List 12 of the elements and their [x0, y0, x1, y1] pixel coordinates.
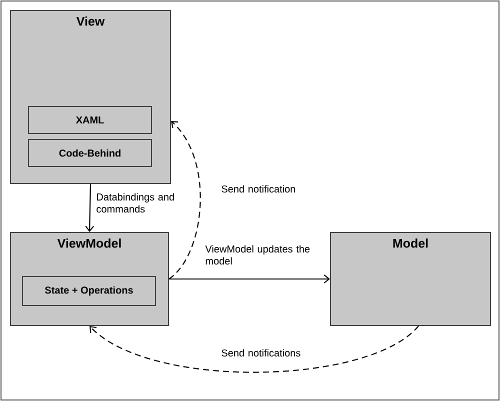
arrow — [85, 184, 94, 232]
arrow — [169, 274, 330, 284]
edge-label: Send notifications — [222, 349, 300, 357]
component-box: XAML — [28, 106, 152, 134]
edge-label: Databindings and commands — [96, 193, 174, 213]
arrow — [168, 121, 201, 280]
edge-label: ViewModel updates the model — [205, 245, 310, 265]
edge-label: Send notification — [222, 185, 296, 193]
arrow — [90, 326, 419, 373]
model-box: Model — [330, 232, 491, 326]
component-box: State + Operations — [22, 276, 156, 306]
component-box: Code-Behind — [28, 139, 152, 167]
